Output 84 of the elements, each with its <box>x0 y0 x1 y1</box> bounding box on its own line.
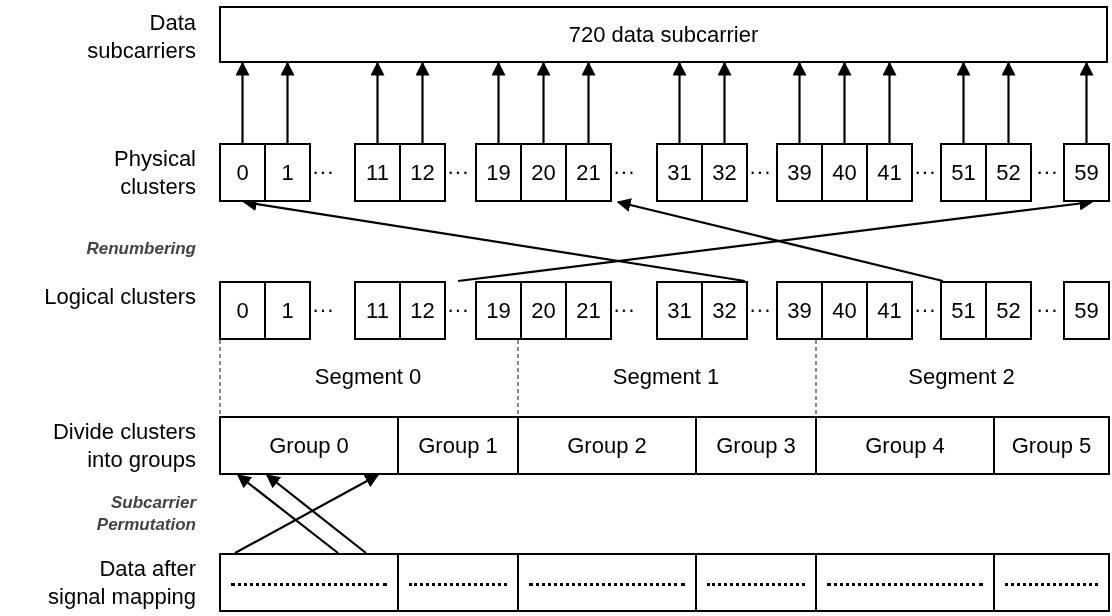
data-box <box>517 553 697 612</box>
physical-cluster: 1 <box>264 143 311 202</box>
logical-cluster: 51 <box>940 281 987 340</box>
arrow <box>837 61 852 143</box>
logical-cluster: 52 <box>985 281 1032 340</box>
segment-label: Segment 0 <box>219 338 517 416</box>
ellipsis: ··· <box>1035 158 1059 186</box>
ellipsis: ··· <box>446 158 470 186</box>
logical-cluster: 39 <box>776 281 823 340</box>
row-label: Divide clusters into groups <box>51 418 196 474</box>
arrow <box>536 61 551 143</box>
segment-label: Segment 1 <box>517 338 815 416</box>
step-label: Renumbering <box>85 238 196 260</box>
logical-cluster: 19 <box>475 281 522 340</box>
row-label: Logical clusters <box>43 283 196 311</box>
arrow <box>1079 61 1094 143</box>
physical-cluster: 21 <box>565 143 612 202</box>
logical-cluster: 20 <box>520 281 567 340</box>
physical-cluster: 59 <box>1063 143 1110 202</box>
row-label: Data subcarriers <box>86 9 196 65</box>
arrow <box>616 198 944 283</box>
ellipsis: ··· <box>311 296 335 324</box>
group-box: Group 5 <box>993 416 1110 475</box>
arrow <box>234 474 380 554</box>
data-box <box>993 553 1110 612</box>
arrow <box>882 61 897 143</box>
physical-cluster: 40 <box>821 143 868 202</box>
physical-cluster: 0 <box>219 143 266 202</box>
physical-cluster: 20 <box>520 143 567 202</box>
physical-cluster: 19 <box>475 143 522 202</box>
arrow <box>1001 61 1016 143</box>
arrow <box>370 61 385 143</box>
logical-cluster: 1 <box>264 281 311 340</box>
group-box: Group 1 <box>397 416 519 475</box>
ellipsis: ··· <box>612 296 636 324</box>
physical-cluster: 11 <box>354 143 401 202</box>
arrow <box>717 61 732 143</box>
step-label: Subcarrier Permutation <box>95 492 196 536</box>
arrow <box>236 474 339 554</box>
row-label: Data after signal mapping <box>47 555 196 611</box>
physical-cluster: 12 <box>399 143 446 202</box>
arrow <box>792 61 807 143</box>
arrow <box>235 61 250 143</box>
physical-cluster: 41 <box>866 143 913 202</box>
ellipsis: ··· <box>311 158 335 186</box>
data-box <box>397 553 519 612</box>
ellipsis: ··· <box>748 158 772 186</box>
logical-cluster: 32 <box>701 281 748 340</box>
logical-cluster: 21 <box>565 281 612 340</box>
arrow <box>415 61 430 143</box>
arrow <box>956 61 971 143</box>
group-box: Group 0 <box>219 416 399 475</box>
logical-cluster: 11 <box>354 281 401 340</box>
group-box: Group 4 <box>815 416 995 475</box>
ellipsis: ··· <box>612 158 636 186</box>
data-box <box>219 553 399 612</box>
logical-cluster: 59 <box>1063 281 1110 340</box>
data-box <box>815 553 995 612</box>
logical-cluster: 41 <box>866 281 913 340</box>
row-label: Physical clusters <box>113 145 196 201</box>
physical-cluster: 52 <box>985 143 1032 202</box>
group-box: Group 2 <box>517 416 697 475</box>
ellipsis: ··· <box>1035 296 1059 324</box>
logical-cluster: 40 <box>821 281 868 340</box>
group-box: Group 3 <box>695 416 817 475</box>
ellipsis: ··· <box>446 296 470 324</box>
logical-cluster: 31 <box>656 281 703 340</box>
arrow <box>280 61 295 143</box>
ellipsis: ··· <box>913 158 937 186</box>
segment-label: Segment 2 <box>815 338 1108 416</box>
physical-cluster: 31 <box>656 143 703 202</box>
arrow <box>265 474 367 554</box>
subcarrier-box: 720 data subcarrier <box>219 6 1108 63</box>
physical-cluster: 32 <box>701 143 748 202</box>
logical-cluster: 12 <box>399 281 446 340</box>
ellipsis: ··· <box>748 296 772 324</box>
physical-cluster: 39 <box>776 143 823 202</box>
arrow <box>672 61 687 143</box>
data-box <box>695 553 817 612</box>
ellipsis: ··· <box>913 296 937 324</box>
physical-cluster: 51 <box>940 143 987 202</box>
arrow <box>581 61 596 143</box>
logical-cluster: 0 <box>219 281 266 340</box>
arrow <box>491 61 506 143</box>
